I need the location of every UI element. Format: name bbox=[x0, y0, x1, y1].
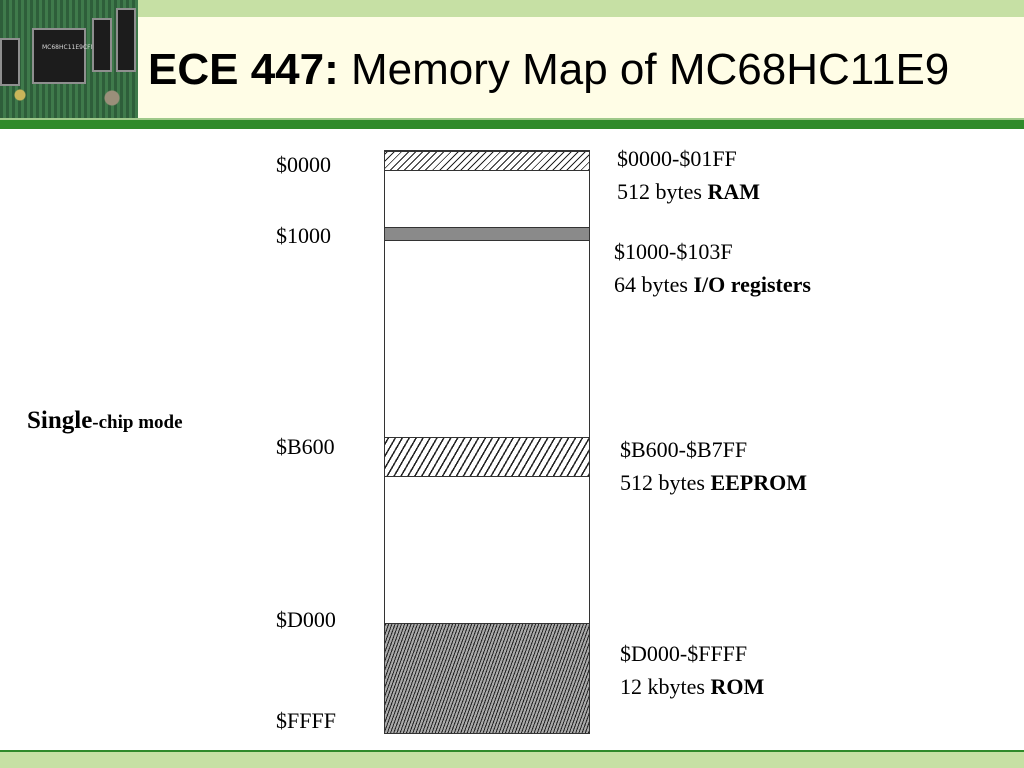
rom-segment bbox=[385, 623, 589, 734]
title-text: Memory Map of MC68HC11E9 bbox=[338, 45, 950, 94]
memory-map-bar bbox=[384, 150, 590, 734]
microcontroller-chip-icon: MC68HC11E9CFN2 bbox=[32, 28, 99, 84]
address-ffff: $FFFF bbox=[276, 708, 336, 733]
io-description: $1000-$103F 64 bytes I/O registers bbox=[614, 235, 811, 301]
eeprom-size: 512 bytes bbox=[620, 470, 711, 495]
chip-icon bbox=[116, 8, 136, 72]
slide-title: ECE 447: Memory Map of MC68HC11E9 bbox=[148, 42, 949, 98]
rom-size-line: 12 kbytes ROM bbox=[620, 670, 764, 703]
mode-label-sub: -chip mode bbox=[92, 412, 183, 433]
io-name: I/O registers bbox=[693, 272, 811, 297]
circuit-board-image: MC68HC11E9CFN2 bbox=[0, 0, 138, 120]
header-rule-highlight bbox=[0, 118, 1024, 120]
eeprom-name: EEPROM bbox=[710, 470, 808, 495]
rom-description: $D000-$FFFF 12 kbytes ROM bbox=[620, 637, 764, 703]
io-size: 64 bytes bbox=[614, 272, 694, 297]
eeprom-size-line: 512 bytes EEPROM bbox=[620, 466, 807, 499]
rom-name: ROM bbox=[710, 674, 765, 699]
ram-description: $0000-$01FF 512 bytes RAM bbox=[617, 142, 760, 208]
bottom-band bbox=[0, 750, 1024, 768]
ram-segment bbox=[385, 151, 589, 171]
rom-size: 12 kbytes bbox=[620, 674, 711, 699]
header-background bbox=[138, 17, 1024, 120]
eeprom-segment bbox=[385, 437, 589, 477]
course-code: ECE 447: bbox=[148, 45, 339, 94]
mode-label-main: Single bbox=[27, 407, 93, 434]
header-rule bbox=[0, 120, 1024, 129]
eeprom-description: $B600-$B7FF 512 bytes EEPROM bbox=[620, 433, 807, 499]
chip-icon bbox=[0, 38, 20, 86]
chip-icon bbox=[92, 18, 112, 72]
chip-label: MC68HC11E9CFN2 bbox=[42, 44, 99, 51]
address-b600: $B600 bbox=[276, 434, 335, 459]
address-d000: $D000 bbox=[276, 607, 336, 632]
io-registers-segment bbox=[385, 227, 589, 241]
ram-range: $0000-$01FF bbox=[617, 146, 737, 171]
top-band bbox=[0, 0, 1024, 17]
io-size-line: 64 bytes I/O registers bbox=[614, 268, 811, 301]
ram-size: 512 bytes bbox=[617, 179, 708, 204]
address-0000: $0000 bbox=[276, 152, 331, 177]
rom-range: $D000-$FFFF bbox=[620, 641, 748, 666]
address-1000: $1000 bbox=[276, 223, 331, 248]
eeprom-range: $B600-$B7FF bbox=[620, 437, 748, 462]
ram-name: RAM bbox=[707, 179, 760, 204]
ram-size-line: 512 bytes RAM bbox=[617, 175, 760, 208]
io-range: $1000-$103F bbox=[614, 239, 733, 264]
mode-label: Single-chip mode bbox=[27, 406, 183, 438]
